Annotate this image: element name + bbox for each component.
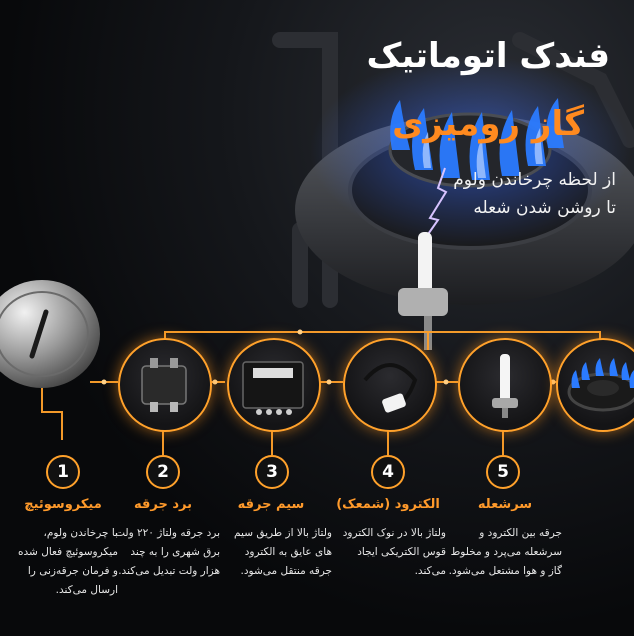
tagline-line: از لحظه چرخاندن ولوم [453, 170, 616, 190]
desc-line: سرشعله می‌پرد و مخلوط [450, 546, 562, 558]
connector-knob-step [41, 388, 63, 440]
step-3-title: سیم جرقه [237, 497, 305, 512]
electrode-icon [363, 363, 418, 413]
desc-line: ولتاژ بالا در نوک الکترود [342, 527, 446, 539]
spark-wire-icon [242, 361, 304, 415]
burner-flame-component [556, 338, 634, 432]
connector-top-left [164, 331, 429, 350]
page-subtitle: گاز رومیزی [392, 104, 584, 144]
step-5-title: سرشعله [477, 497, 533, 512]
desc-line: میکروسوئیچ فعال شده [18, 546, 118, 558]
desc-line: جرقه منتقل می‌شود. [240, 565, 332, 577]
desc-line: گاز و هوا مشتعل می‌شود. [448, 565, 562, 577]
burner-head-component [458, 338, 552, 432]
step-2-title: برد جرقه [133, 497, 193, 512]
desc-line: های عایق به الکترود [244, 546, 332, 558]
desc-line: برد جرقه ولتاژ ۲۲۰ ولت [115, 527, 220, 539]
desc-line: قوس الکتریکی ایجاد [357, 546, 446, 558]
burner-flame-icon [567, 358, 634, 412]
spark-board-icon [141, 358, 187, 412]
step-4-description: ولتاژ بالا در نوک الکترود قوس الکتریکی ا… [328, 524, 446, 581]
step-4-title: الکترود (شمعک) [336, 497, 440, 512]
spark-arc [423, 167, 448, 241]
desc-line: ولتاژ بالا از طریق سیم [234, 527, 332, 539]
burner-head-icon [492, 354, 518, 418]
step-5-description: جرقه بین الکترود و سرشعله می‌پرد و مخلوط… [444, 524, 562, 581]
step-3-number: 3 [255, 455, 289, 489]
desc-line: ارسال می‌کند. [55, 584, 118, 596]
step-2-description: برد جرقه ولتاژ ۲۲۰ ولت برق شهری را به چن… [102, 524, 220, 581]
tagline-line: تا روشن شدن شعله [473, 198, 616, 218]
dial-knob [0, 280, 100, 388]
spark-board-component [118, 338, 212, 432]
tagline: از لحظه چرخاندن ولوم تا روشن شدن شعله [356, 166, 616, 222]
flame-highlights [422, 128, 543, 178]
desc-line: جرقه بین الکترود و [479, 527, 562, 539]
step-2-number: 2 [146, 455, 180, 489]
desc-line: با چرخاندن ولوم، [43, 527, 119, 539]
desc-line: و فرمان جرقه‌زنی را [27, 565, 118, 577]
desc-line: می‌کند. [414, 565, 446, 577]
step-1-number: 1 [46, 455, 80, 489]
electrode-component [343, 338, 437, 432]
step-1-description: با چرخاندن ولوم، میکروسوئیچ فعال شده و ف… [0, 524, 118, 600]
step-4-number: 4 [371, 455, 405, 489]
step-5-number: 5 [486, 455, 520, 489]
step-3-description: ولتاژ بالا از طریق سیم های عایق به الکتر… [214, 524, 332, 581]
desc-line: هزار ولت تبدیل می‌کند. [118, 565, 220, 577]
step-1-title: میکروسوئیچ [24, 497, 102, 512]
spark-wire-component [227, 338, 321, 432]
desc-line: برق شهری را به چند [130, 546, 220, 558]
page-title: فندک اتوماتیک [366, 36, 610, 76]
